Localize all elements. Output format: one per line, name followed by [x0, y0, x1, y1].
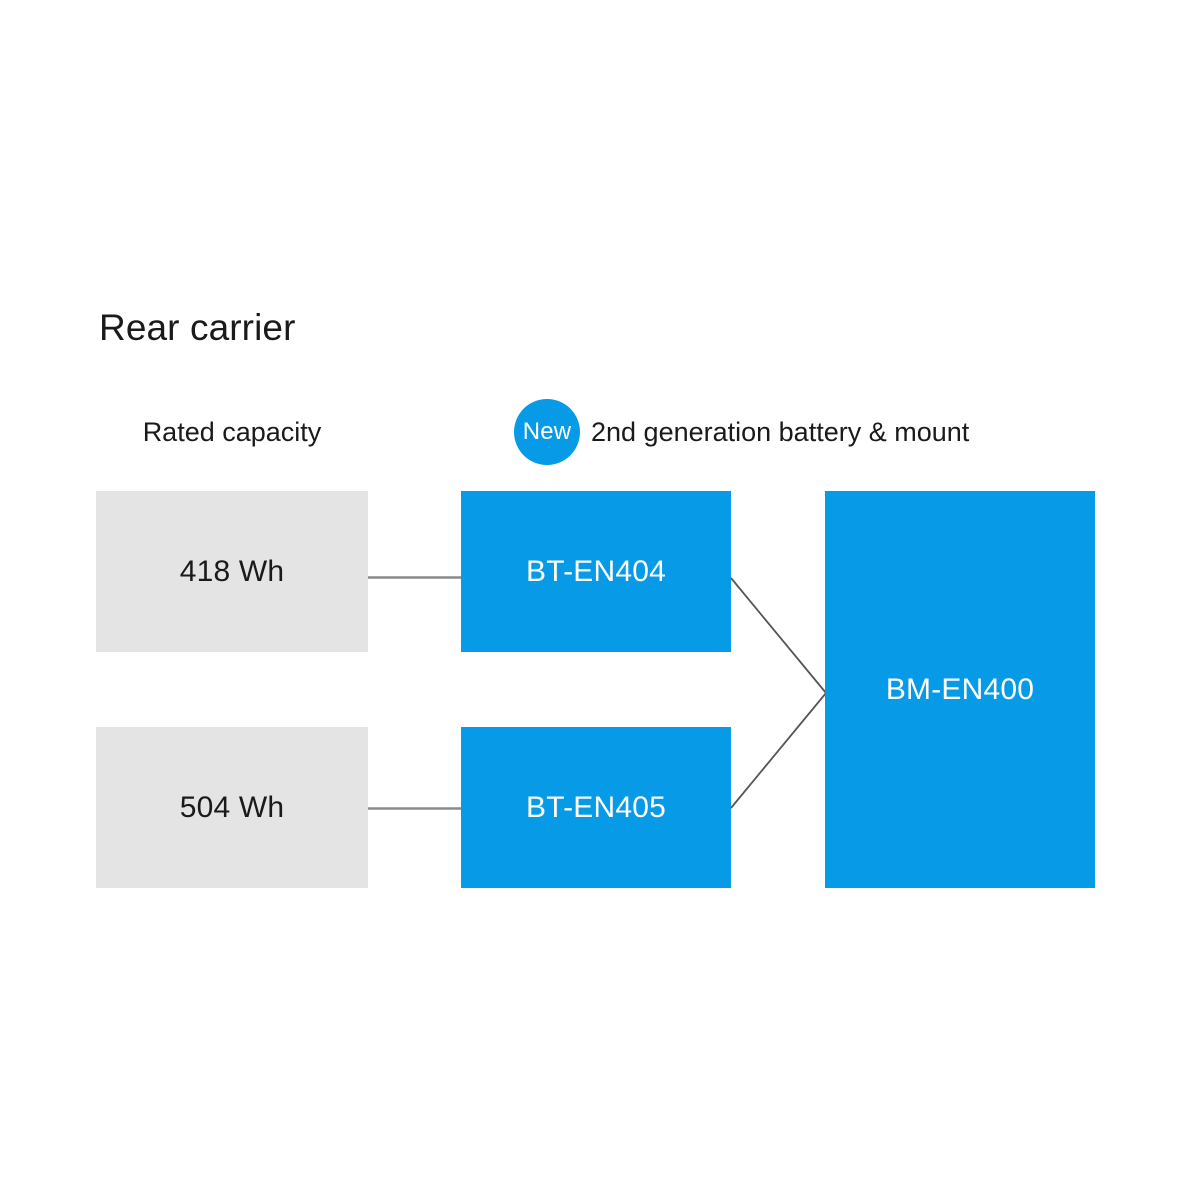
new-badge-label: New	[522, 418, 572, 445]
new-generation-label: 2nd generation battery & mount	[591, 417, 970, 447]
page-title: Rear carrier	[99, 307, 296, 348]
node-label: 418 Wh	[179, 554, 285, 588]
node-rated-capacity-2: 504 Wh	[96, 727, 368, 888]
node-label: BM-EN400	[885, 672, 1035, 706]
node-label: 504 Wh	[179, 790, 285, 824]
node-label: BT-EN405	[526, 790, 666, 824]
node-battery-1: BT-EN404	[461, 491, 731, 652]
connector-bten405-to-bmen400	[730, 692, 827, 809]
node-rated-capacity-1: 418 Wh	[96, 491, 368, 652]
connector-bten404-to-bmen400	[730, 577, 827, 694]
node-mount: BM-EN400	[825, 491, 1095, 888]
node-battery-2: BT-EN405	[461, 727, 731, 888]
node-label: BT-EN404	[526, 554, 666, 588]
new-badge: New	[514, 399, 580, 465]
column-header-rated-capacity: Rated capacity	[142, 417, 322, 447]
column-header-new-generation: New 2nd generation battery & mount	[514, 399, 969, 465]
